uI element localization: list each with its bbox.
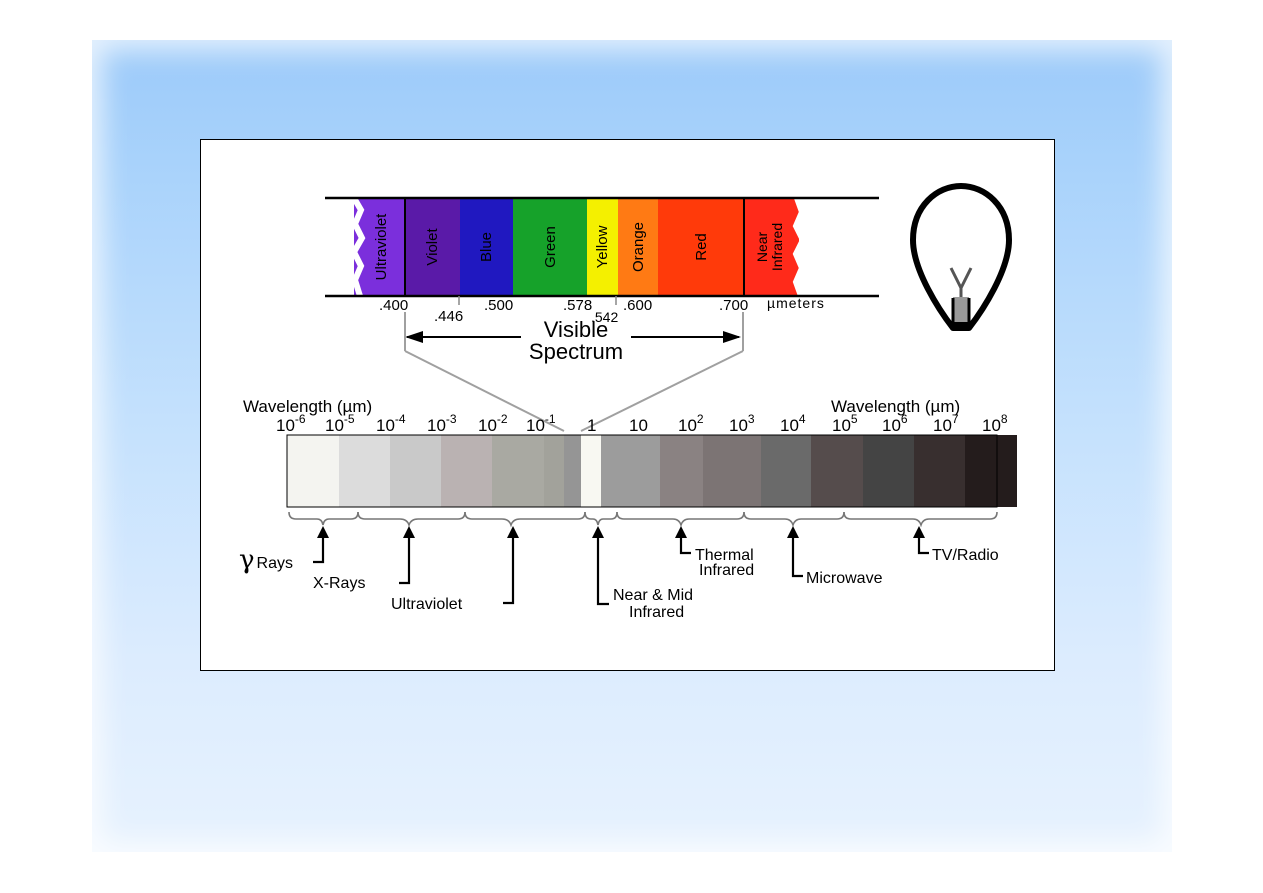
spectrum-bar-segment xyxy=(703,435,761,507)
region-arrows xyxy=(313,533,929,606)
visible-band xyxy=(354,198,405,296)
spectrum-bar-segment xyxy=(811,435,863,507)
spectrum-bar-segment xyxy=(287,435,339,507)
region-label-tv-radio: TV/Radio xyxy=(932,547,999,564)
spectrum-diagram: Ultraviolet Violet Blue Green Yellow Ora… xyxy=(239,183,1017,621)
region-braces xyxy=(288,511,998,528)
funnel-line xyxy=(404,350,565,432)
scale-tick-label: 102 xyxy=(678,412,704,435)
region-label-thermal-infrared-line2: Infrared xyxy=(699,562,754,579)
wavelength-tick-label: .578 xyxy=(563,297,592,314)
band-label: Red xyxy=(693,233,710,261)
band-label: Green xyxy=(542,226,559,268)
spectrum-bar-segment xyxy=(339,435,390,507)
electromagnetic-spectrum-figure: Ultraviolet Violet Blue Green Yellow Ora… xyxy=(200,139,1055,671)
visible-band xyxy=(405,198,460,296)
ragged-edge-right xyxy=(792,196,807,298)
scale-tick-label: 10-4 xyxy=(376,412,406,435)
spectrum-bar-segment xyxy=(863,435,914,507)
visible-band xyxy=(513,198,587,296)
light-bulb-icon xyxy=(910,183,1012,331)
wavelength-tick-label: .600 xyxy=(623,297,652,314)
wavelength-tick-label: .446 xyxy=(434,308,463,325)
scale-tick-label: 105 xyxy=(832,412,858,435)
wavelength-tick-label: .400 xyxy=(379,297,408,314)
wavelength-tick-label: .500 xyxy=(484,297,513,314)
ragged-edge-left xyxy=(350,196,366,297)
region-label-x-rays: X-Rays xyxy=(313,575,365,592)
scale-tick-label: 104 xyxy=(780,412,806,435)
unit-label: µmeters xyxy=(767,295,825,311)
spectrum-bar-segment xyxy=(581,435,601,507)
region-label-microwave: Microwave xyxy=(806,570,883,587)
region-label-thermal-infrared: Thermal xyxy=(695,547,754,564)
visible-spectrum-title: Spectrum xyxy=(529,339,623,364)
scale-tick-label: 10-3 xyxy=(427,412,457,435)
scale-tick-label: 10-5 xyxy=(325,412,355,435)
visible-range-arrow xyxy=(405,331,741,343)
spectrum-bar-segment xyxy=(660,435,703,507)
region-arrowheads xyxy=(317,526,925,538)
wavelength-tick-label: .542 xyxy=(591,309,618,325)
band-label: Orange xyxy=(630,222,647,272)
scale-tick-label: 10-6 xyxy=(276,412,306,435)
band-label: Blue xyxy=(478,232,495,262)
scale-tick-label: 10 xyxy=(629,416,648,435)
scale-tick-label: 107 xyxy=(933,412,959,435)
band-label: Violet xyxy=(424,228,441,266)
visible-spectrum-strip: Ultraviolet Violet Blue Green Yellow Ora… xyxy=(325,196,879,298)
wavelength-scale: 10-6 10-5 10-4 10-3 10-2 10-1 1 10 102 103 104 105 1… xyxy=(276,412,1008,435)
scale-tick-label: 1 xyxy=(587,416,596,435)
funnel-line xyxy=(580,350,744,432)
near-infrared-line2: Infrared xyxy=(769,223,785,271)
wavelength-axis-label: Wavelength (µm) xyxy=(243,397,372,416)
wavelength-axis-label: Wavelength (µm) xyxy=(831,397,960,416)
spectrum-bar-segment xyxy=(390,435,441,507)
scale-tick-label: 10-2 xyxy=(478,412,508,435)
spectrum-bar-segment xyxy=(441,435,492,507)
visible-band xyxy=(658,198,744,296)
electromagnetic-spectrum-bar xyxy=(287,435,1017,507)
wavelength-tick-label: .700 xyxy=(719,297,748,314)
visible-band xyxy=(460,198,513,296)
near-infrared-line1: Near xyxy=(754,231,770,262)
band-label: Yellow xyxy=(594,225,611,268)
spectrum-bar-segment xyxy=(965,435,1017,507)
region-label-ultraviolet: Ultraviolet xyxy=(391,596,463,613)
spectrum-bar-segment xyxy=(492,435,544,507)
scale-tick-label: 108 xyxy=(982,412,1008,435)
spectrum-bar-segment xyxy=(761,435,811,507)
region-label-near-mid-infrared: Near & Mid xyxy=(613,587,693,604)
scale-tick-label: 103 xyxy=(729,412,755,435)
spectrum-bar-segment xyxy=(544,435,564,507)
band-label: Ultraviolet xyxy=(373,213,390,281)
region-label-near-mid-infrared-line2: Infrared xyxy=(629,604,684,621)
visible-band xyxy=(744,198,799,296)
visible-band xyxy=(618,198,658,296)
visible-band xyxy=(587,198,618,296)
spectrum-bar-segment xyxy=(601,435,660,507)
scale-tick-label: 10-1 xyxy=(526,412,556,435)
band-label: NearInfrared xyxy=(754,223,785,271)
spectrum-bar-frame xyxy=(286,434,998,508)
spectrum-bar-segment xyxy=(564,435,581,507)
spectrum-bar-segment xyxy=(914,435,965,507)
visible-spectrum-title: Visible xyxy=(544,317,608,342)
scale-tick-label: 106 xyxy=(882,412,908,435)
